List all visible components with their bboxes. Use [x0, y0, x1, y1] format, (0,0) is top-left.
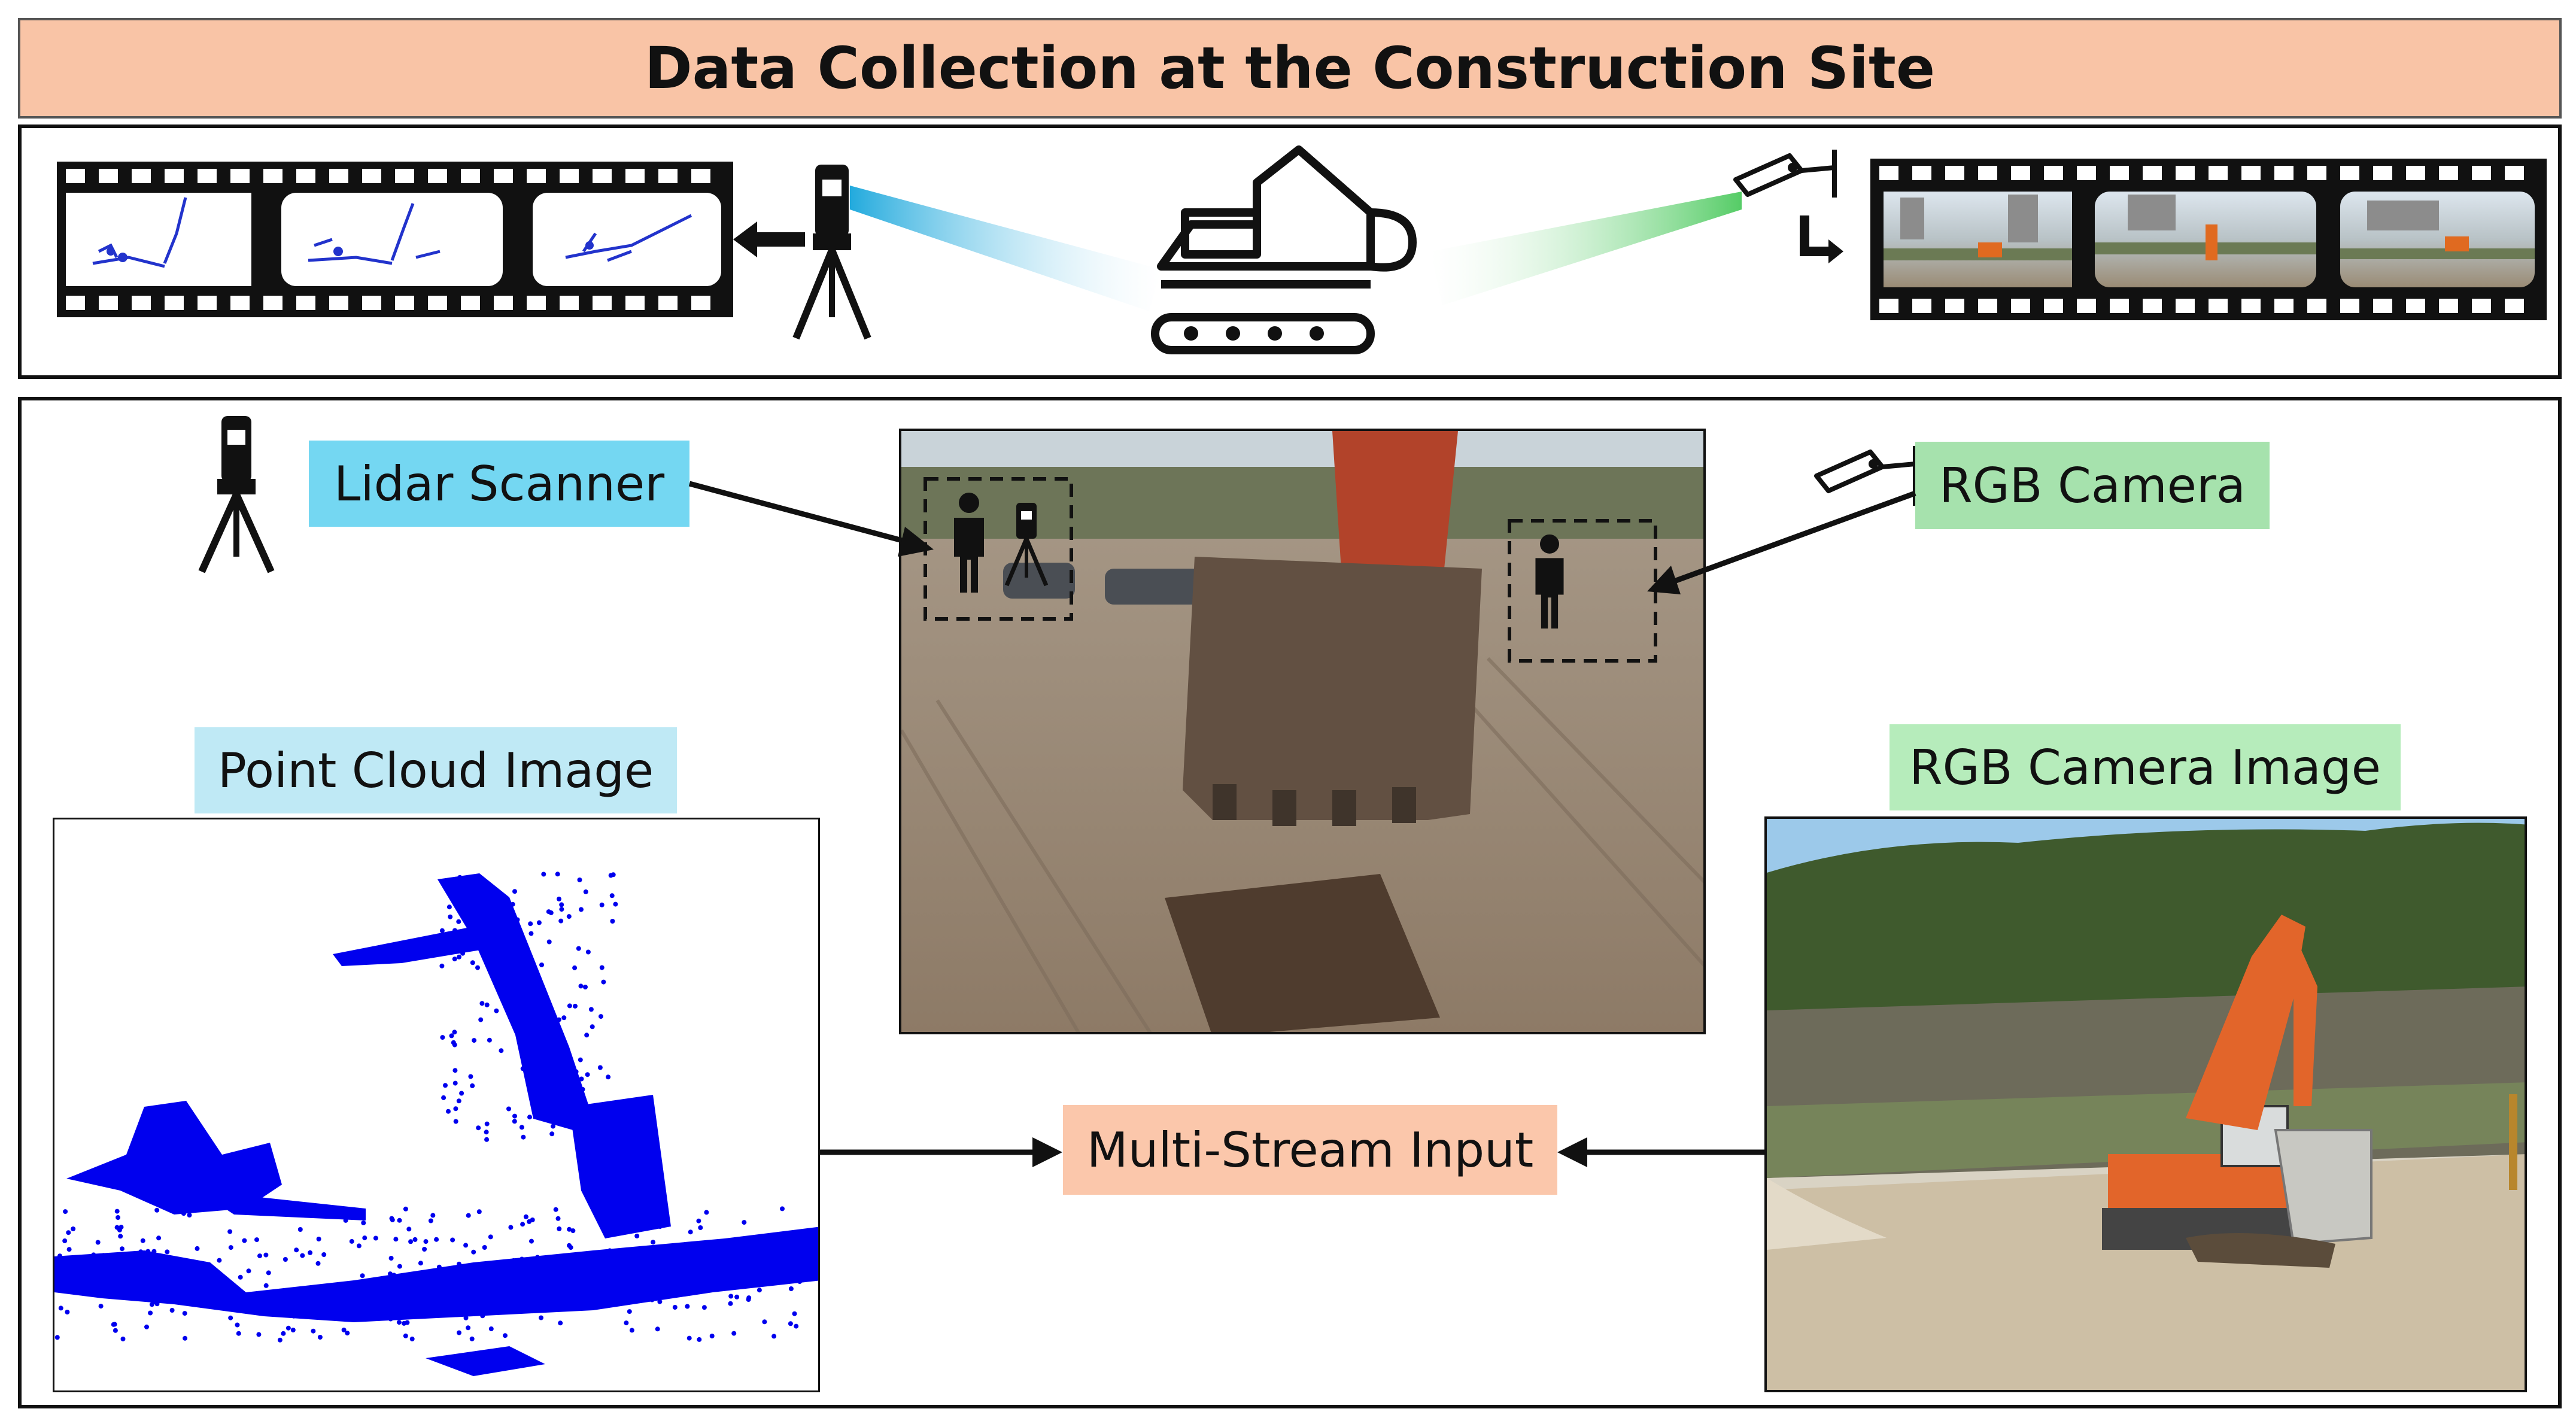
page-title: Data Collection at the Construction Site	[644, 35, 1936, 102]
title-bar: Data Collection at the Construction Site	[18, 18, 2562, 119]
multi-stream-input-label: Multi-Stream Input	[1063, 1105, 1557, 1195]
person-icon	[954, 493, 984, 593]
person-icon	[1535, 534, 1564, 629]
lidar-beam	[850, 186, 1161, 311]
tripod-lidar-icon	[792, 165, 871, 340]
rgb-camera-image-label: RGB Camera Image	[1890, 724, 2401, 810]
left-arrow-icon	[733, 221, 805, 257]
point-cloud-image	[53, 818, 820, 1392]
rgb-to-input-arrow	[1557, 1137, 1764, 1167]
excavator-icon	[1151, 145, 1417, 354]
lidar-film-strip	[57, 162, 733, 317]
multi-stream-input-text: Multi-Stream Input	[1086, 1122, 1534, 1178]
point-cloud-to-input-arrow	[820, 1137, 1062, 1167]
camera-beam	[1430, 192, 1742, 305]
tripod-lidar-icon	[198, 416, 275, 573]
point-cloud-text: Point Cloud Image	[217, 742, 654, 798]
rgb-camera-photo	[1764, 816, 2527, 1392]
lidar-scanner-label: Lidar Scanner	[309, 441, 689, 527]
point-cloud-label: Point Cloud Image	[195, 727, 677, 813]
tripod-lidar-icon	[1004, 503, 1049, 587]
rgb-camera-label: RGB Camera	[1915, 442, 2270, 529]
security-camera-icon	[1733, 150, 1843, 263]
rgb-camera-image-text: RGB Camera Image	[1909, 739, 2381, 796]
lidar-scanner-text: Lidar Scanner	[333, 456, 665, 512]
camera-film-strip	[1870, 159, 2547, 320]
rgb-camera-text: RGB Camera	[1939, 457, 2246, 514]
site-photo	[899, 429, 1706, 1034]
